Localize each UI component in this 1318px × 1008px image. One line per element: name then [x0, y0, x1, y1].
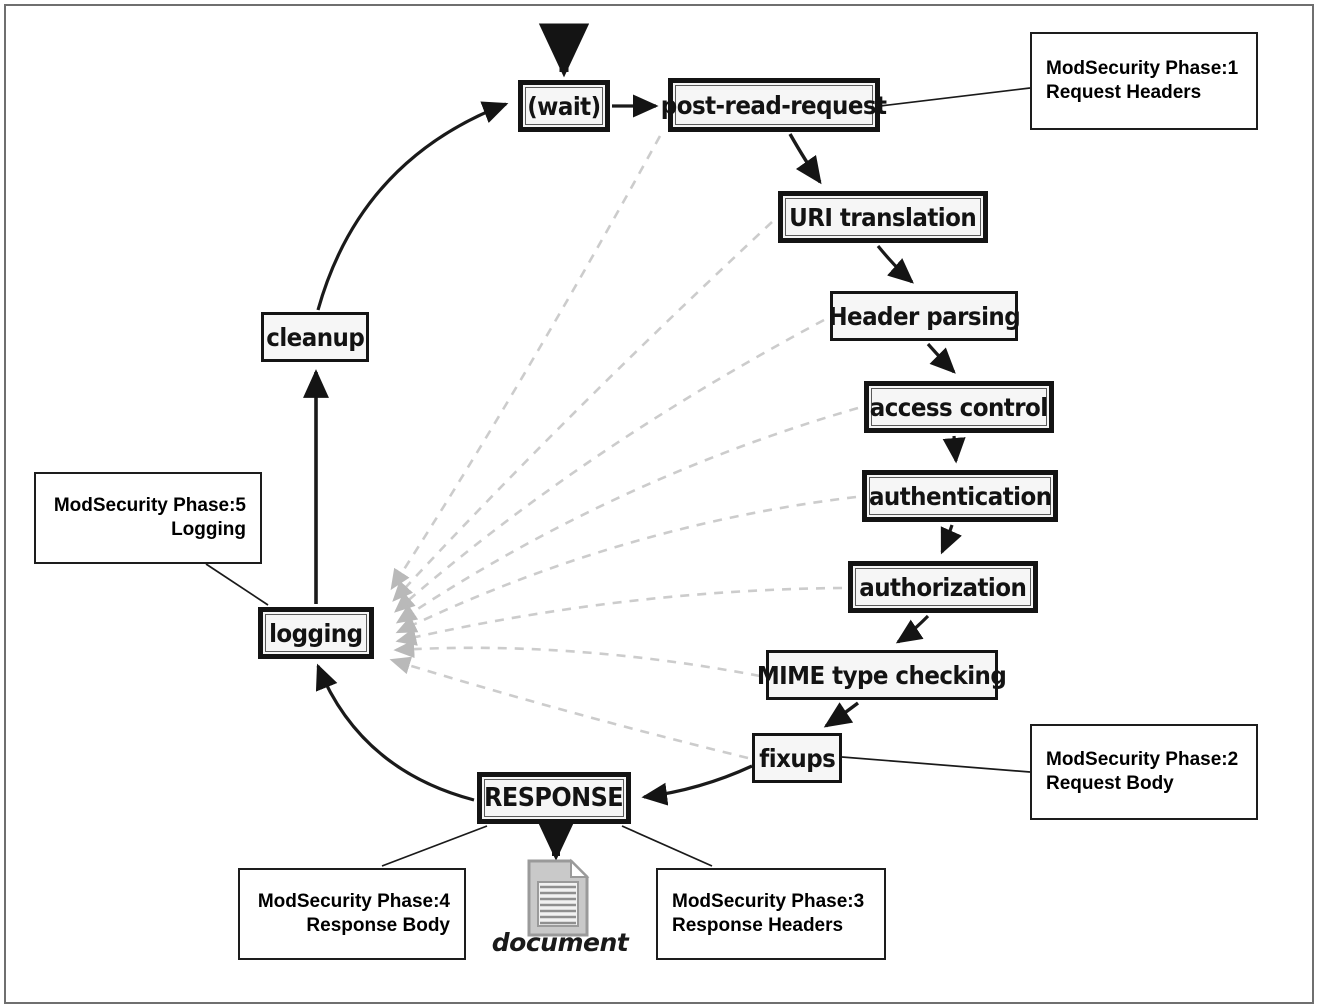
edge-cleanup-to-wait	[316, 101, 509, 311]
node-wait-label: (wait)	[527, 91, 601, 121]
edge-authorization-to-mime-type	[895, 614, 930, 644]
node-mime-type-checking[interactable]: MIME type checking	[757, 650, 1007, 700]
leader-phase1	[879, 87, 1031, 107]
edge-post-read-request-to-uri-translation	[788, 133, 822, 185]
callout-leader-lines	[205, 87, 1031, 867]
callout-phase5-line1: ModSecurity Phase:5	[53, 494, 246, 516]
edge-uri-translation-to-logging	[392, 221, 773, 602]
node-logging[interactable]: logging	[258, 607, 374, 659]
node-fixups[interactable]: fixups	[752, 733, 842, 783]
document-icon-caption: document	[491, 928, 629, 957]
edge-authentication-to-authorization	[940, 524, 962, 555]
edge-uri-translation-to-header-parsing	[876, 244, 914, 284]
callout-phase3-line2: Response Headers	[672, 915, 844, 936]
edge-mime-type-to-fixups	[823, 701, 860, 728]
leader-phase5	[205, 563, 269, 606]
node-header-parsing[interactable]: Header parsing	[828, 291, 1020, 341]
edge-authorization-to-logging	[395, 586, 843, 646]
node-fixups-label: fixups	[759, 743, 835, 773]
node-authentication[interactable]: authentication	[862, 470, 1058, 522]
callout-modsecurity-phase-3: ModSecurity Phase:3 Response Headers	[656, 868, 886, 960]
callout-phase4-line1: ModSecurity Phase:4	[257, 890, 450, 912]
node-wait[interactable]: (wait)	[518, 80, 610, 132]
edge-response-to-logging	[315, 663, 475, 802]
node-authorization-label: authorization	[859, 572, 1027, 602]
node-uri-translation-label: URI translation	[789, 202, 977, 232]
logging-dashed-edges	[389, 135, 859, 760]
leader-phase3	[621, 825, 713, 867]
node-post-read-request-label: post-read-request	[661, 90, 887, 120]
callout-modsecurity-phase-5: ModSecurity Phase:5 Logging	[34, 472, 262, 564]
callout-phase3-line1: ModSecurity Phase:3	[672, 890, 865, 912]
callout-phase2-line2: Request Body	[1046, 773, 1174, 794]
node-authorization[interactable]: authorization	[848, 561, 1038, 613]
callout-modsecurity-phase-2: ModSecurity Phase:2 Request Body	[1030, 724, 1258, 820]
node-authentication-label: authentication	[868, 481, 1052, 511]
node-mime-type-checking-label: MIME type checking	[757, 660, 1007, 690]
edge-fixups-to-response	[641, 764, 753, 806]
edge-header-parsing-to-access-control	[926, 342, 956, 374]
edge-mime-type-to-logging	[393, 639, 761, 678]
node-response[interactable]: RESPONSE	[477, 772, 631, 824]
edge-access-control-to-authentication	[942, 435, 966, 464]
callout-phase2-line1: ModSecurity Phase:2	[1046, 748, 1239, 770]
callout-phase5-line2: Logging	[171, 519, 246, 540]
node-cleanup[interactable]: cleanup	[261, 312, 369, 362]
node-logging-label: logging	[269, 618, 363, 648]
edge-fixups-to-logging	[389, 656, 749, 760]
callout-modsecurity-phase-1: ModSecurity Phase:1 Request Headers	[1030, 32, 1258, 130]
node-cleanup-label: cleanup	[266, 322, 365, 352]
callout-phase1-line2: Request Headers	[1046, 82, 1202, 103]
solid-flow-edges	[303, 23, 966, 861]
document-page-icon	[527, 858, 590, 937]
edge-authentication-to-logging	[395, 495, 857, 634]
callout-modsecurity-phase-4: ModSecurity Phase:4 Response Body	[238, 868, 466, 960]
callout-phase4-line2: Response Body	[306, 915, 450, 936]
node-access-control-label: access control	[870, 392, 1048, 422]
node-post-read-request[interactable]: post-read-request	[661, 78, 887, 132]
edge-access-control-to-logging	[395, 406, 859, 624]
edge-header-parsing-to-logging	[394, 318, 825, 613]
callout-phase1-line1: ModSecurity Phase:1	[1046, 57, 1239, 79]
leader-phase4	[381, 825, 488, 867]
edge-post-read-request-to-logging	[390, 135, 662, 591]
node-header-parsing-label: Header parsing	[828, 301, 1020, 331]
leader-phase2	[841, 756, 1031, 773]
node-uri-translation[interactable]: URI translation	[778, 191, 988, 243]
node-access-control[interactable]: access control	[864, 381, 1054, 433]
node-response-label: RESPONSE	[484, 783, 624, 813]
